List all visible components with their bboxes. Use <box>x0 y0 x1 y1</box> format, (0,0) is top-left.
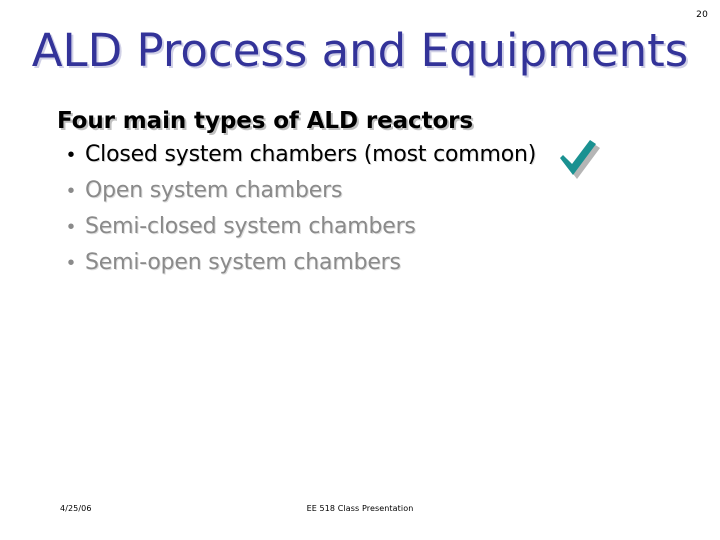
bullet-label: Semi-open system chambers <box>85 250 401 276</box>
body-subheading: Four main types of ALD reactors <box>57 108 473 134</box>
list-item: • Open system chambers <box>57 175 677 211</box>
bullet-label: Closed system chambers (most common) <box>85 142 537 168</box>
slide-title: ALD Process and Equipments <box>31 24 689 77</box>
footer-date: 4/25/06 <box>60 504 92 513</box>
slide-footer: 4/25/06 EE 518 Class Presentation <box>0 502 720 516</box>
footer-center-text: EE 518 Class Presentation <box>306 504 414 513</box>
bullet-point-icon: • <box>67 216 75 239</box>
list-item: • Semi-open system chambers <box>57 247 677 283</box>
list-item: • Semi-closed system chambers <box>57 211 677 247</box>
bullet-list: • Closed system chambers (most common) •… <box>57 139 677 283</box>
list-item: • Closed system chambers (most common) <box>57 139 677 180</box>
bullet-label: Open system chambers <box>85 178 343 204</box>
bullet-point-icon: • <box>67 180 75 203</box>
page-number: 20 <box>696 10 708 20</box>
slide-body: Four main types of ALD reactors • Closed… <box>57 108 677 283</box>
bullet-point-icon: • <box>67 252 75 275</box>
bullet-label: Semi-closed system chambers <box>85 214 416 240</box>
bullet-point-icon: • <box>67 144 75 167</box>
check-icon <box>550 135 602 183</box>
